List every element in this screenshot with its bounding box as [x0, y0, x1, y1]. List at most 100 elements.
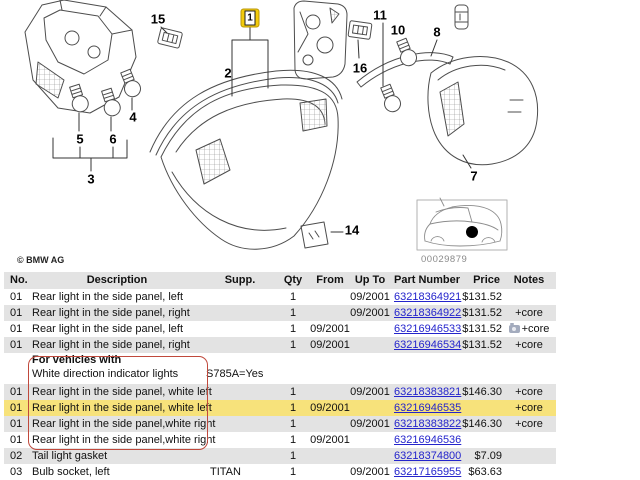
callout-10[interactable]: 10	[390, 22, 406, 38]
part-number-link[interactable]: 63218364921	[394, 291, 462, 303]
cell-supp	[204, 448, 276, 464]
cell-notes	[502, 448, 556, 464]
cell-from	[310, 384, 350, 400]
callout-5[interactable]: 5	[76, 131, 84, 147]
cell-from	[310, 289, 350, 305]
callout-16[interactable]: 16	[352, 60, 368, 76]
notes-text: +core	[515, 339, 543, 351]
side-lens	[427, 56, 539, 166]
cell-desc: Rear light in the side panel, white left	[32, 386, 212, 398]
cell-qty: 1	[289, 418, 297, 430]
cell-from: 09/2001	[310, 323, 350, 335]
callout-11[interactable]: 11	[373, 7, 387, 23]
cell-desc: Rear light in the side panel,white right	[32, 434, 216, 446]
bulb-carrier-right	[293, 0, 348, 80]
cell-price: $7.09	[474, 450, 502, 462]
parts-diagram-art	[24, 0, 539, 251]
part-number-link[interactable]: 63218364922	[394, 307, 462, 319]
cell-from: 09/2001	[310, 339, 350, 351]
cell-part: 63218364922	[390, 305, 462, 321]
cell-part: 63218374800	[390, 448, 462, 464]
mounting-plate	[300, 221, 329, 249]
cell-notes: +core	[502, 400, 556, 416]
car-locator	[416, 197, 508, 251]
cell-qty: 1	[289, 339, 297, 351]
column-header-up-to: Up To	[354, 274, 386, 286]
cell-price: $146.30	[462, 418, 502, 430]
cell-no: 03	[10, 466, 23, 478]
cell-part: 63218383821	[390, 384, 462, 400]
callout-7[interactable]: 7	[470, 168, 478, 184]
group-note-supp: S785A=Yes	[206, 368, 264, 380]
cell-qty: 1	[289, 307, 297, 319]
cell-from: 09/2001	[310, 402, 350, 414]
cell-supp	[204, 337, 276, 353]
cell-qty: 1	[289, 402, 297, 414]
part-number-link[interactable]: 63217165955	[394, 466, 462, 478]
notes-text: +core	[515, 307, 543, 319]
cell-notes	[502, 289, 556, 305]
column-header-from: From	[316, 274, 344, 286]
notes-text: +core	[515, 402, 543, 414]
cell-qty: 1	[289, 291, 297, 303]
cell-no: 01	[10, 434, 23, 446]
cell-from	[310, 305, 350, 321]
leader-lines	[52, 22, 472, 233]
column-header-description: Description	[86, 274, 148, 286]
cell-desc: Rear light in the side panel, right	[32, 339, 190, 351]
cell-no: 01	[10, 339, 23, 351]
part-number-link[interactable]: 63216946534	[394, 339, 462, 351]
cell-desc: Rear light in the side panel, white left	[32, 402, 212, 414]
cell-part: 63218364921	[390, 289, 462, 305]
part-number-link[interactable]: 63216946536	[394, 434, 462, 446]
part-number-link[interactable]: 63218383821	[394, 386, 462, 398]
cell-desc: Rear light in the side panel,white right	[32, 418, 216, 430]
group-note-line2: White direction indicator lights	[32, 368, 179, 380]
cell-supp	[204, 289, 276, 305]
callout-14[interactable]: 14	[344, 222, 360, 238]
copyright-label: © BMW AG	[17, 255, 65, 265]
table-row: 01 Rear light in the side panel, right 1 09…	[4, 337, 556, 353]
part-number-link[interactable]: 63216946533	[394, 323, 462, 335]
cell-supp	[204, 400, 276, 416]
table-row-highlighted: 01 Rear light in the side panel, white le…	[4, 400, 556, 416]
cell-supp	[204, 416, 276, 432]
cell-upto	[350, 400, 390, 416]
cell-upto: 09/2001	[350, 291, 390, 303]
cell-supp	[204, 321, 276, 337]
cell-upto	[350, 337, 390, 353]
callout-6[interactable]: 6	[109, 131, 117, 147]
notes-text: +core	[515, 386, 543, 398]
part-number-link[interactable]: 63218374800	[394, 450, 462, 462]
cell-no: 01	[10, 323, 23, 335]
cell-no: 02	[10, 450, 23, 462]
table-row: 01 Rear light in the side panel,white rig…	[4, 432, 556, 448]
group-note-line1: For vehicles with	[32, 354, 122, 366]
part-number-link[interactable]: 63216946535	[394, 402, 462, 414]
cell-price: $131.52	[462, 323, 502, 335]
photo-icon[interactable]	[508, 323, 520, 333]
callout-8[interactable]: 8	[433, 24, 441, 40]
cell-notes: +core	[502, 416, 556, 432]
cell-from	[310, 464, 350, 480]
callout-4[interactable]: 4	[129, 109, 137, 125]
cell-upto: 09/2001	[350, 466, 390, 478]
part-number-link[interactable]: 63218383822	[394, 418, 462, 430]
cell-upto: 09/2001	[350, 386, 390, 398]
cell-no: 01	[10, 402, 23, 414]
cell-notes	[502, 464, 556, 480]
callout-2[interactable]: 2	[224, 65, 232, 81]
callout-15[interactable]: 15	[150, 11, 166, 27]
cell-qty: 1	[289, 450, 297, 462]
callout-3[interactable]: 3	[87, 171, 95, 187]
callout-badge-1[interactable]: 1	[240, 8, 260, 28]
cell-part: 63216946534	[390, 337, 462, 353]
cell-supp	[204, 432, 276, 448]
cell-qty: 1	[289, 434, 297, 446]
column-header-part-number: Part Number	[394, 274, 461, 286]
